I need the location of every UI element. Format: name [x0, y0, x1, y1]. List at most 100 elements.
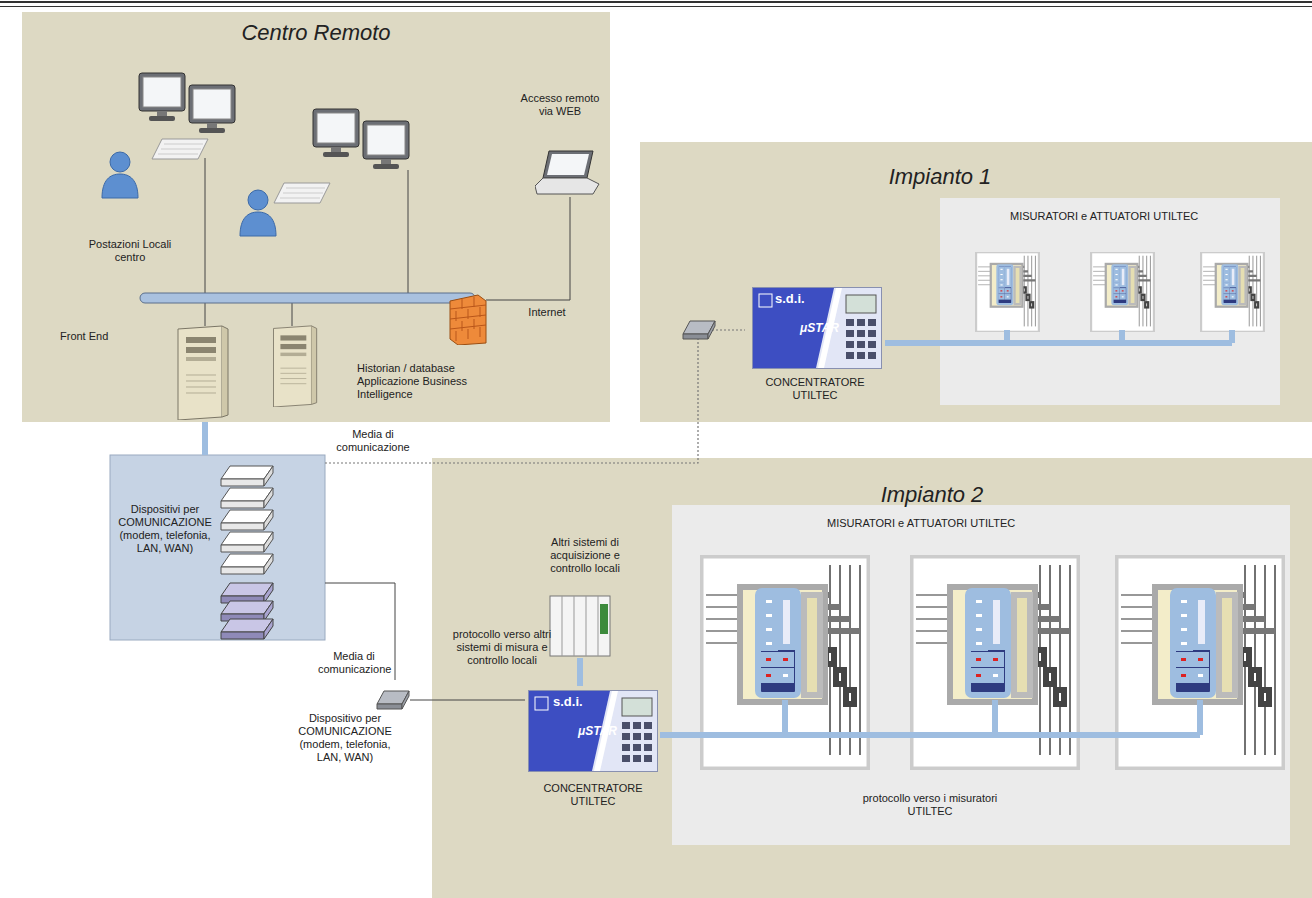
rack: [600, 604, 608, 634]
workstations: [139, 73, 185, 121]
connector-label: Media di comunicazione: [318, 650, 390, 676]
comm-devices: [221, 583, 273, 603]
connector: [202, 422, 208, 455]
rack: [562, 596, 598, 656]
workstations: [240, 190, 276, 236]
region-panel: Impianto 1 s.d.i. μSTAR CONCENTRATORE UTILT…: [640, 142, 1312, 422]
network: [205, 303, 206, 326]
plant-buses: [672, 252, 1285, 769]
network: [140, 293, 475, 303]
workstations: [205, 158, 206, 293]
panel-backgrounds: [640, 142, 1312, 422]
node-label: μSTAR: [800, 321, 840, 335]
device-pictures: [529, 691, 658, 772]
comm-devices: [221, 554, 273, 574]
node-label: MISURATORI e ATTUATORI UTILTEC: [827, 517, 1087, 530]
concentrator: s.d.i. μSTAR CONCENTRATORE UTILTEC: [745, 283, 885, 405]
panel-backgrounds: [22, 12, 1312, 898]
header-rule: [0, 2, 1312, 7]
network: [535, 151, 599, 194]
panel-backgrounds: [22, 12, 610, 422]
panel-backgrounds: [432, 458, 1312, 898]
node-label: Altri sistemi di acquisizione e controll…: [540, 536, 630, 575]
region-panel: Centro RemotoPostazioni Locali centro Acc…: [22, 12, 612, 422]
comm-devices: [221, 510, 273, 530]
laptop-icon: Accesso remoto via WEB: [510, 90, 610, 200]
workstations: [408, 170, 409, 293]
workstations: [189, 85, 235, 133]
workstations: [102, 152, 138, 198]
node-label: s.d.i.: [553, 694, 603, 709]
text-label: Internet: [520, 306, 574, 319]
node-label: Front End: [60, 330, 130, 343]
header-rule: [0, 6, 1312, 7]
plant-buses: [1091, 252, 1154, 332]
region-panel: Impianto 2 Altri sistemi di acquisizione …: [432, 458, 1312, 898]
connector: [577, 658, 583, 686]
connector-label: protocollo verso i misuratori UTILTEC: [860, 792, 1000, 818]
panel-title: Impianto 2: [832, 482, 1032, 508]
panel-backgrounds: [672, 505, 1290, 845]
rack: [550, 596, 610, 656]
comm-devices: [221, 601, 273, 621]
node-label: Postazioni Locali centro: [80, 238, 180, 264]
comm-devices: [221, 619, 273, 639]
plant-buses: [976, 252, 1039, 332]
server-icon: Front End: [55, 322, 235, 422]
rack-icon: Altri sistemi di acquisizione e controll…: [540, 536, 632, 658]
workstations: [102, 73, 409, 293]
header-rule: [0, 1, 1312, 3]
workstations: [313, 109, 359, 157]
connector-label: Media di comunicazione: [333, 428, 413, 454]
device-box: Dispositivi per COMUNICAZIONE (modem, te…: [110, 455, 325, 640]
concentrator: s.d.i. μSTAR CONCENTRATORE UTILTEC: [525, 686, 660, 826]
panel-backgrounds: [940, 198, 1280, 405]
workstations: [274, 183, 330, 203]
panel-title: Centro Remoto: [22, 20, 610, 46]
connector-label: protocollo verso altri sistemi di misura…: [452, 628, 552, 667]
connector: [325, 330, 745, 463]
plant-buses: [1201, 252, 1264, 332]
node-label: CONCENTRATORE UTILTEC: [533, 782, 653, 808]
network: [274, 326, 317, 407]
connector: [410, 700, 525, 701]
node-label: CONCENTRATORE UTILTEC: [755, 376, 875, 402]
comm-devices: [221, 466, 273, 486]
server-icon: Historian / database Applicazione Busine…: [262, 322, 507, 412]
node-label: Historian / database Applicazione Busine…: [357, 362, 502, 401]
workstations: [152, 139, 208, 159]
comm-devices: [221, 532, 273, 552]
node-label: Dispositivo per COMUNICAZIONE (modem, te…: [295, 712, 395, 764]
node-label: μSTAR: [578, 724, 618, 738]
node-label: Accesso remoto via WEB: [515, 92, 605, 118]
workstations: [363, 121, 409, 169]
network: [450, 295, 486, 345]
device-pictures: [529, 288, 882, 772]
rack: [550, 596, 610, 656]
panel-title: Impianto 1: [640, 164, 1240, 190]
modem-icon: Dispositivo per COMUNICAZIONE (modem, te…: [295, 680, 410, 780]
comm-devices: [221, 488, 273, 508]
network: [292, 303, 293, 326]
comm-devices: [221, 466, 273, 639]
connector: [660, 732, 672, 738]
node-label: s.d.i.: [775, 291, 825, 306]
node-label: Dispositivi per COMUNICAZIONE (modem, te…: [115, 503, 215, 555]
device-pictures: [753, 288, 882, 369]
meter-area: MISURATORI e ATTUATORI UTILTEC: [940, 198, 1280, 405]
connector: [885, 340, 940, 346]
plant-buses: [940, 330, 1232, 343]
node-label: MISURATORI e ATTUATORI UTILTEC: [1010, 210, 1250, 223]
network: [178, 326, 228, 420]
panel-backgrounds: [110, 455, 325, 640]
modem-icons: [683, 321, 715, 339]
network: [486, 197, 570, 300]
plant-buses: [672, 700, 1200, 735]
workstation-group: Postazioni Locali centro: [80, 60, 420, 280]
modem-icons: [377, 691, 409, 709]
network: [140, 151, 599, 420]
